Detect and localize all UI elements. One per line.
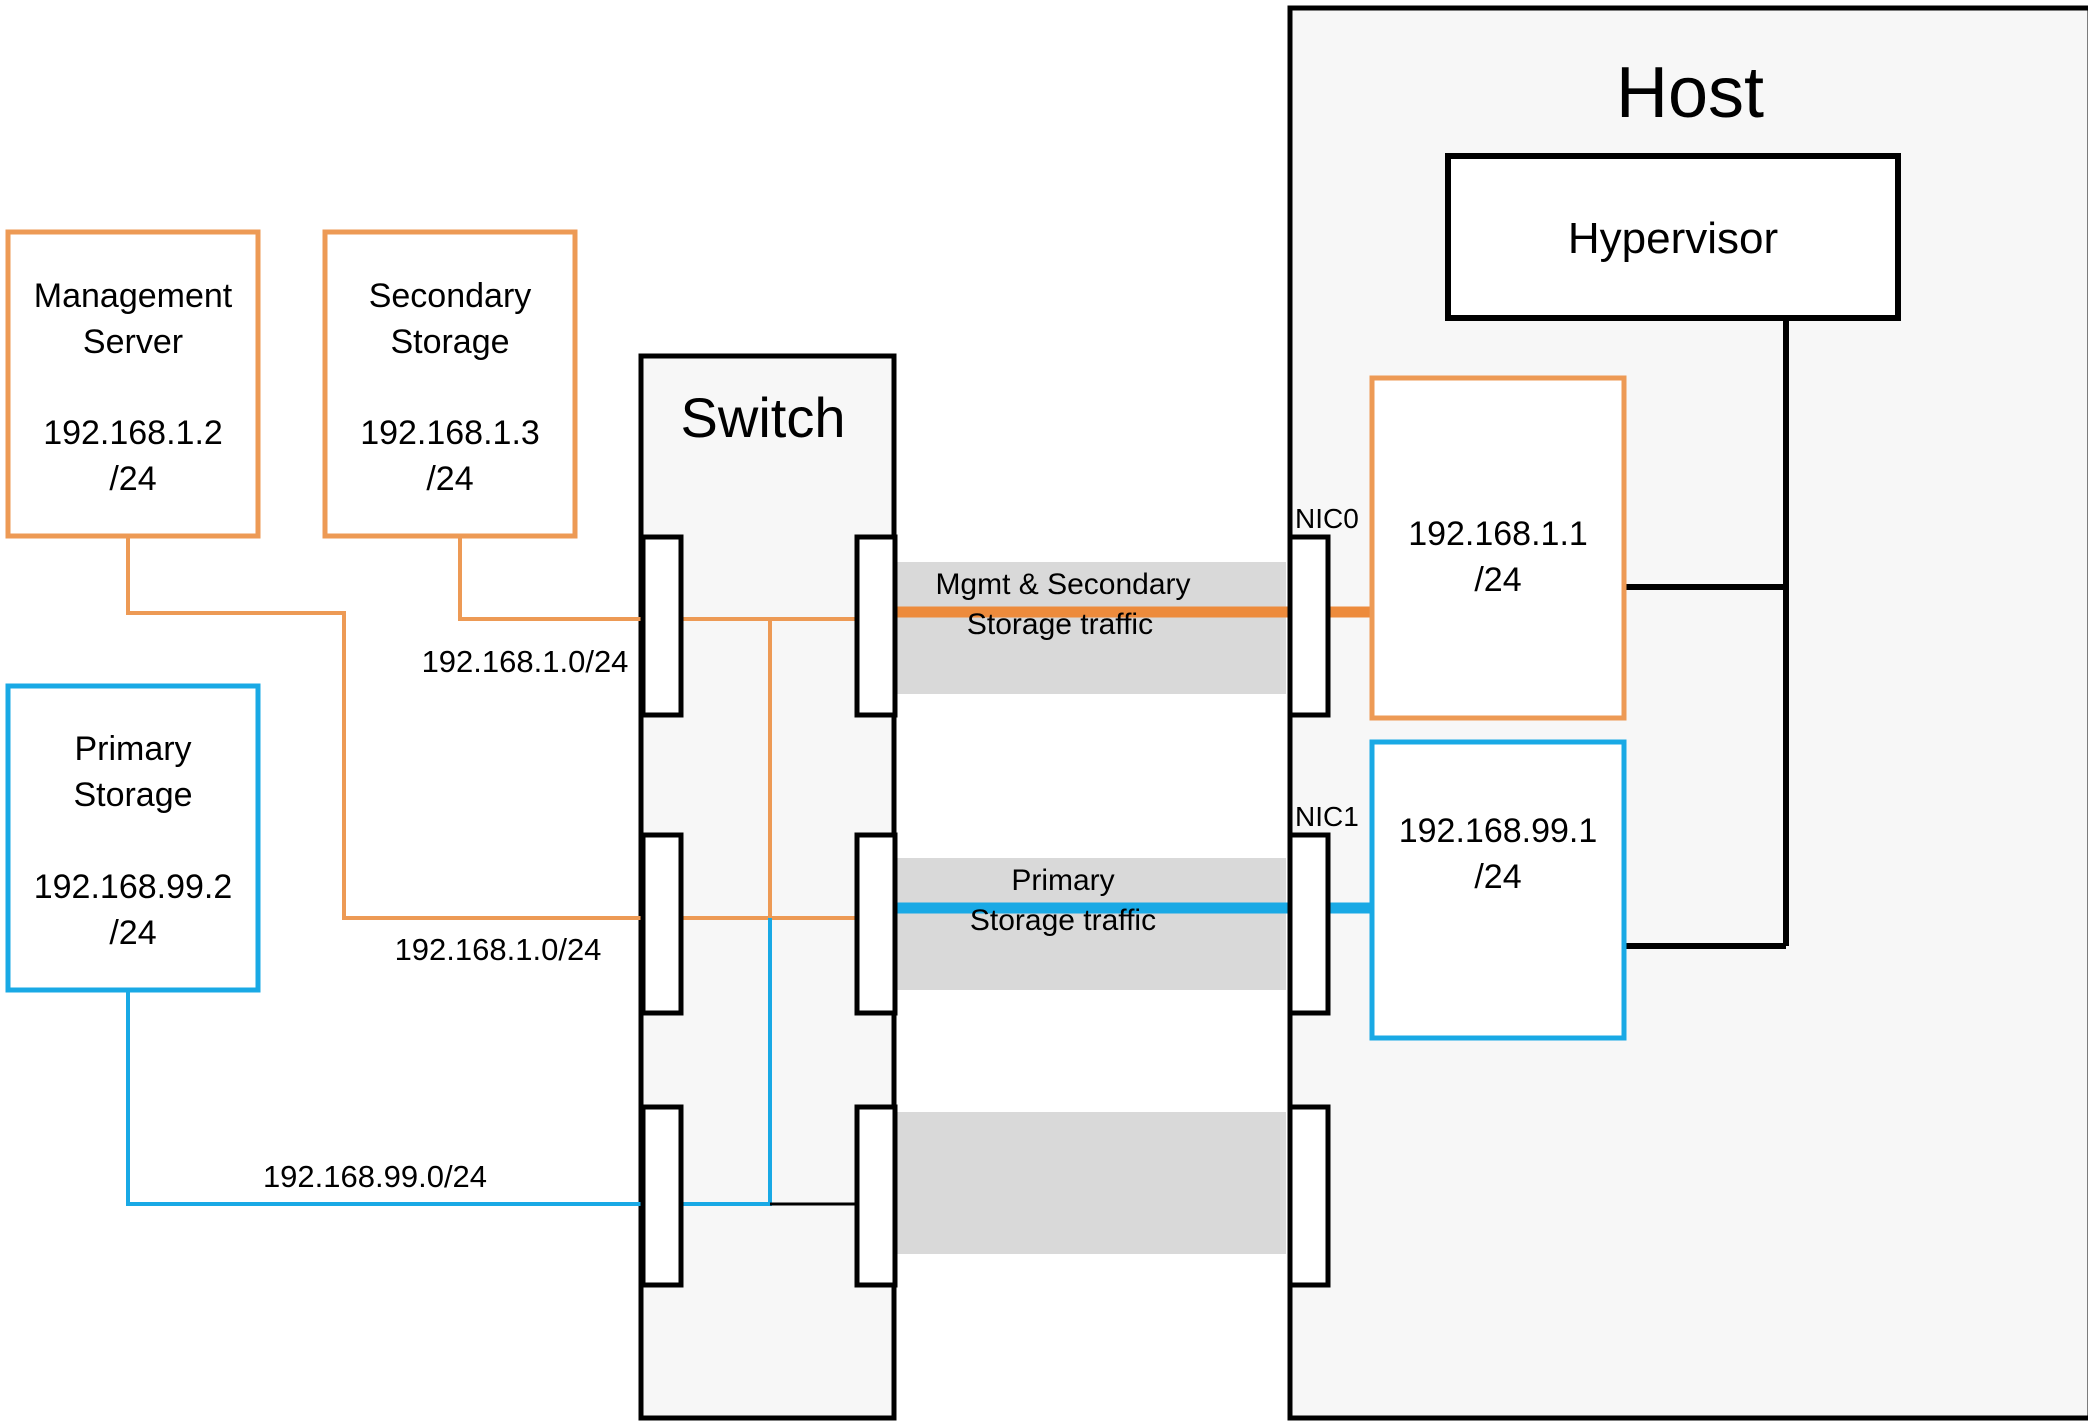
traffic-label-mgmt-secondary-line2: Storage traffic: [967, 608, 1153, 641]
switch-port-left-3[interactable]: [640, 1104, 684, 1288]
traffic-band-mgmt-secondary: [894, 562, 1286, 694]
host-nic1-ip-line1: 192.168.99.1: [1399, 812, 1598, 850]
management-server-name-line1: Management: [34, 277, 233, 315]
primary-storage-box: [5, 683, 261, 993]
nic0-label: NIC0: [1295, 503, 1359, 534]
nic1-label: NIC1: [1295, 801, 1359, 832]
hypervisor-label: Hypervisor: [1568, 214, 1778, 263]
management-server-ip-line2: /24: [109, 460, 156, 498]
switch-title: Switch: [681, 386, 846, 449]
secondary-storage-ip-line2: /24: [426, 460, 473, 498]
management-server-name-line2: Server: [83, 323, 183, 361]
host-nic0-port[interactable]: [1287, 534, 1331, 718]
traffic-label-primary-line2: Storage traffic: [970, 904, 1156, 937]
switch-port-right-3[interactable]: [854, 1104, 898, 1288]
subnet-label-mgmt-top: 192.168.1.0/24: [422, 644, 629, 679]
primary-storage-name-line2: Storage: [73, 776, 192, 814]
management-server-box: [5, 229, 261, 539]
secondary-storage-ip-line1: 192.168.1.3: [360, 414, 540, 452]
secondary-storage-name-line1: Secondary: [369, 277, 532, 315]
host-nic0-ip-line2: /24: [1474, 561, 1521, 599]
host-nic1-ip-line2: /24: [1474, 858, 1521, 896]
traffic-label-mgmt-secondary-line1: Mgmt & Secondary: [935, 568, 1190, 601]
management-server-ip-line1: 192.168.1.2: [43, 414, 223, 452]
link-primary-storage: [126, 990, 641, 1206]
traffic-band-primary: [894, 858, 1286, 990]
subnet-label-primary: 192.168.99.0/24: [263, 1159, 487, 1194]
traffic-band-unlabeled: [894, 1112, 1286, 1254]
traffic-label-primary-line1: Primary: [1011, 864, 1114, 897]
secondary-storage-box: [322, 229, 578, 539]
switch-port-left-1[interactable]: [640, 534, 684, 718]
host-nic0-ip-line1: 192.168.1.1: [1408, 515, 1588, 553]
link-secondary-storage: [458, 536, 641, 621]
switch-port-right-1[interactable]: [854, 534, 898, 718]
host-title: Host: [1616, 53, 1764, 133]
host-nic1-ip-box: [1369, 739, 1627, 1041]
subnet-label-mgmt-bottom: 192.168.1.0/24: [395, 932, 602, 967]
host-nic1-port[interactable]: [1287, 832, 1331, 1016]
primary-storage-name-line1: Primary: [74, 730, 191, 768]
switch-port-right-2[interactable]: [854, 832, 898, 1016]
primary-storage-ip-line1: 192.168.99.2: [34, 868, 233, 906]
secondary-storage-name-line2: Storage: [390, 323, 509, 361]
host-nic0-ip-box: [1369, 375, 1627, 721]
link-management-server: [126, 536, 641, 920]
primary-storage-ip-line2: /24: [109, 914, 156, 952]
switch-port-left-2[interactable]: [640, 832, 684, 1016]
host-nic2-port[interactable]: [1287, 1104, 1331, 1288]
hypervisor-box: [1445, 153, 1901, 321]
